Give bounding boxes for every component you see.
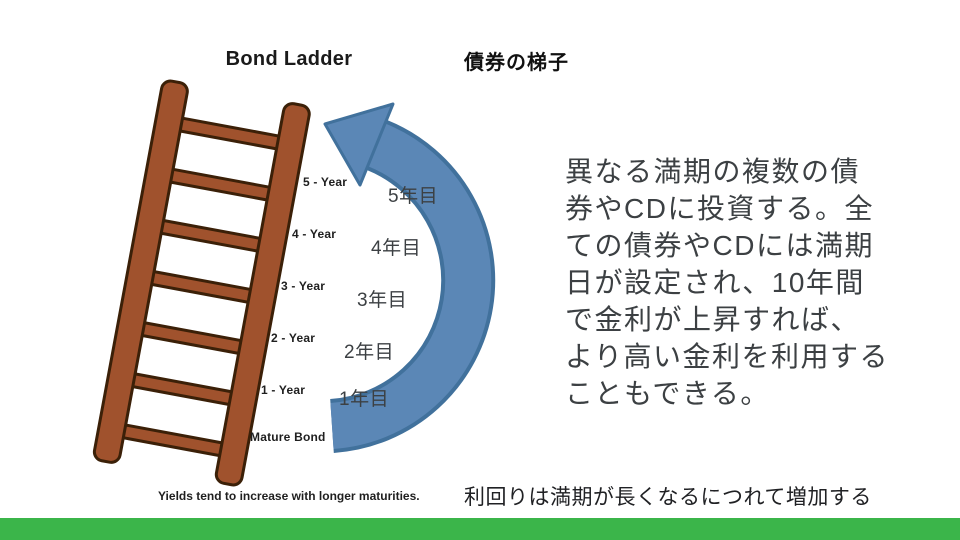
rung-label-5y: 5 - Year bbox=[303, 175, 348, 189]
body-text-line: ての債券やCDには満期 bbox=[565, 230, 874, 261]
caption-ja: 利回りは満期が長くなるにつれて増加する bbox=[464, 486, 872, 509]
rung-label-2y: 2 - Year bbox=[271, 331, 316, 345]
rung-label-ja-5y: 5年目 bbox=[388, 186, 439, 207]
diagram-caption: Yields tend to increase with longer matu… bbox=[158, 489, 420, 503]
ladder-rung bbox=[176, 116, 283, 151]
rung-label-ja-4y: 4年目 bbox=[371, 238, 422, 259]
ladder-rung bbox=[138, 321, 245, 355]
body-text-line: 券やCDに投資する。全 bbox=[565, 193, 874, 224]
body-text-line: 日が設定され、10年間 bbox=[565, 267, 865, 298]
body-text: 異なる満期の複数の債 券やCDに投資する。全 ての債券やCDには満期 日が設定さ… bbox=[565, 153, 895, 412]
body-text-line: で金利が上昇すれば、 bbox=[565, 304, 861, 335]
body-text-line: 異なる満期の複数の債 bbox=[565, 156, 861, 187]
rung-label-1y: 1 - Year bbox=[261, 383, 306, 397]
ladder-rung bbox=[147, 270, 255, 304]
ladder-rail-left bbox=[92, 79, 189, 464]
ladder-rung bbox=[157, 218, 264, 253]
accent-bar bbox=[0, 518, 960, 540]
rung-label-ja-3y: 3年目 bbox=[357, 290, 408, 311]
rung-label-ja-2y: 2年目 bbox=[344, 342, 395, 363]
slide-title: 債券の梯子 bbox=[464, 52, 569, 74]
ladder-rung bbox=[119, 423, 226, 458]
ladder-rail-right bbox=[214, 102, 311, 487]
mature-bond-label: Mature Bond bbox=[250, 430, 326, 444]
cycle-arrow-head bbox=[323, 102, 395, 187]
ladder-graphic bbox=[92, 79, 311, 487]
rung-label-ja-1y: 1年目 bbox=[339, 389, 390, 410]
body-text-line: より高い金利を利用する bbox=[565, 341, 889, 372]
cycle-arrow bbox=[323, 102, 496, 453]
rung-label-4y: 4 - Year bbox=[292, 227, 337, 241]
ladder-rung bbox=[128, 372, 236, 407]
ladder-rung bbox=[166, 167, 274, 202]
diagram-title: Bond Ladder bbox=[225, 48, 353, 70]
cycle-arrow-body bbox=[330, 123, 492, 449]
body-text-line: こともできる。 bbox=[565, 378, 770, 409]
rung-label-3y: 3 - Year bbox=[281, 279, 326, 293]
